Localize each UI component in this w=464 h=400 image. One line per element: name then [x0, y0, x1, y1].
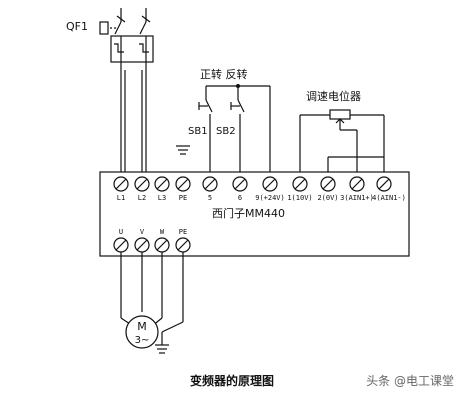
terminal-screw-l2	[134, 176, 150, 192]
terminal-screw-out-pe	[175, 237, 191, 253]
motor-symbol	[125, 315, 159, 349]
terminal-screw-2	[320, 176, 336, 192]
potentiometer-label: 调速电位器	[306, 89, 361, 103]
watermark: 头条 @电工课堂	[366, 374, 454, 388]
potentiometer	[299, 109, 385, 174]
terminal-screw-5	[202, 176, 218, 192]
terminal-label-4: 4(AIN1-)	[372, 194, 406, 202]
terminal-label-6: 6	[238, 194, 242, 202]
terminal-label-2: 2(0V)	[317, 194, 338, 202]
terminal-screw-6	[232, 176, 248, 192]
switch-sb1-sb2	[198, 84, 271, 174]
switch-group-label: 正转 反转	[200, 67, 248, 81]
terminal-screw-1	[292, 176, 308, 192]
terminal-label-5: 5	[208, 194, 212, 202]
qf1-label: QF1	[66, 20, 88, 33]
terminal-label-out-pe: PE	[179, 228, 187, 236]
terminal-screw-4	[376, 176, 392, 192]
terminal-label-l3: L3	[158, 194, 166, 202]
terminal-screw-u	[113, 237, 129, 253]
terminal-label-l2: L2	[138, 194, 146, 202]
terminal-label-l1: L1	[117, 194, 125, 202]
terminal-screw-l3	[154, 176, 170, 192]
terminal-screw-l1	[113, 176, 129, 192]
diagram-caption: 变频器的原理图	[189, 374, 274, 388]
terminal-label-u: U	[119, 228, 123, 236]
terminal-screw-w	[154, 237, 170, 253]
terminal-label-9: 9(+24V)	[255, 194, 285, 202]
circuit-breaker-qf1	[99, 8, 154, 70]
terminal-screw-pe	[175, 176, 191, 192]
terminal-screw-3	[349, 176, 365, 192]
terminal-screw-v	[134, 237, 150, 253]
sb2-label: SB2	[216, 126, 236, 137]
terminal-label-w: W	[160, 228, 165, 236]
terminal-label-1: 1(10V)	[287, 194, 312, 202]
terminal-label-pe: PE	[179, 194, 187, 202]
terminal-label-v: V	[140, 228, 145, 236]
terminal-screw-9	[262, 176, 278, 192]
sb1-label: SB1	[188, 126, 208, 137]
ground-symbol	[176, 145, 190, 155]
vfd-model-label: 西门子MM440	[212, 206, 285, 220]
motor-label-phase: 3~	[135, 335, 150, 346]
vfd-terminal-row	[113, 176, 392, 192]
terminal-label-3: 3(AIN1+)	[340, 194, 374, 202]
motor-label-m: M	[137, 320, 147, 333]
